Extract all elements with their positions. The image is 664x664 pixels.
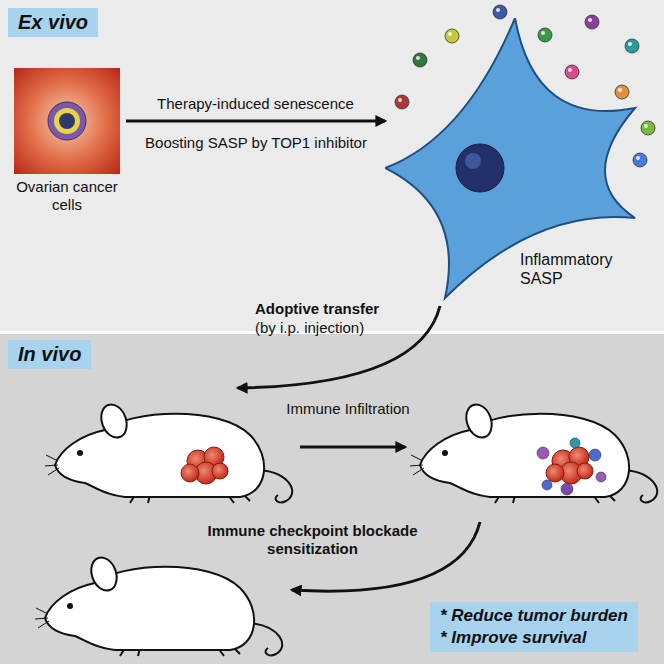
annotation: Immune Infiltration xyxy=(278,400,418,418)
sasp-dot xyxy=(615,85,629,99)
immune-cell xyxy=(570,438,580,448)
eye xyxy=(442,450,448,456)
eye xyxy=(77,450,83,456)
sasp-dot xyxy=(493,5,507,19)
mouse-body xyxy=(45,567,254,650)
annotation: (by i.p. injection) xyxy=(255,319,405,337)
section-tag: Ex vivo xyxy=(8,8,98,37)
nucleus-highlight xyxy=(465,153,481,169)
immune-cell xyxy=(596,472,606,482)
tumor-cell xyxy=(546,464,564,482)
transfer-arrow xyxy=(238,306,440,388)
connector-arrow xyxy=(126,120,385,123)
whiskers xyxy=(410,455,424,475)
node-text: Inflammatory SASP xyxy=(520,250,638,288)
ear xyxy=(462,401,496,441)
nucleus xyxy=(456,144,504,192)
tail xyxy=(250,623,282,655)
eye xyxy=(67,603,73,609)
nucleus xyxy=(59,113,75,129)
dot-highlight xyxy=(588,18,592,22)
mouse xyxy=(45,401,292,503)
cancer-cell-square: Ovarian cancer cells xyxy=(14,68,120,214)
sasp-dot xyxy=(585,15,599,29)
mouse xyxy=(410,401,657,503)
mouse xyxy=(35,554,282,656)
node-text: * Improve survival xyxy=(440,627,628,649)
immune-cell xyxy=(589,449,601,461)
whiskers xyxy=(45,455,59,475)
dot-highlight xyxy=(644,124,648,128)
sasp-dot xyxy=(445,29,459,43)
bottom-panel xyxy=(0,334,664,664)
sasp-dot xyxy=(565,65,579,79)
immune-cell xyxy=(537,447,549,459)
cell-culture xyxy=(14,68,120,174)
dot-highlight xyxy=(628,42,632,46)
section-tag: In vivo xyxy=(8,340,91,369)
dot-highlight xyxy=(636,156,640,160)
senescent-cell: Inflammatory SASP xyxy=(385,18,640,303)
mice xyxy=(35,401,657,656)
sasp-dot xyxy=(633,153,647,167)
dot-highlight xyxy=(618,88,622,92)
outcome-box: * Reduce tumor burden* Improve survival xyxy=(430,602,638,652)
immune-cell xyxy=(561,483,573,495)
top-panel xyxy=(0,0,664,331)
tumor-cell xyxy=(212,463,228,479)
dot-highlight xyxy=(416,56,420,60)
mouse-body xyxy=(55,414,264,497)
sasp-dot xyxy=(395,95,409,109)
edge-label: Therapy-induced senescence xyxy=(157,95,354,113)
node-text: Ex vivo xyxy=(18,11,88,34)
sasp-dot xyxy=(625,39,639,53)
tumor-cell xyxy=(577,463,593,479)
node-text: Ovarian cancer cells xyxy=(14,178,120,214)
dot-highlight xyxy=(541,31,545,35)
cancer-cell xyxy=(48,102,86,140)
dot-highlight xyxy=(448,32,452,36)
dot-highlight xyxy=(568,68,572,72)
ear xyxy=(97,401,131,441)
node-text: * Reduce tumor burden xyxy=(440,605,628,627)
sasp-dot xyxy=(538,28,552,42)
annotation: Adoptive transfer xyxy=(255,300,405,318)
sasp-dot xyxy=(641,121,655,135)
immune-cell xyxy=(542,480,552,490)
tumor-cell xyxy=(181,464,199,482)
infiltration-arrow xyxy=(300,446,405,449)
tail xyxy=(260,470,292,502)
annotation: Boosting SASP by TOP1 inhibitor xyxy=(125,134,387,152)
dot-highlight xyxy=(398,98,402,102)
node-text: In vivo xyxy=(18,343,81,366)
culture-square xyxy=(14,68,120,174)
tail xyxy=(625,470,657,502)
mouse-body xyxy=(420,414,629,497)
dot-highlight xyxy=(496,8,500,12)
whiskers xyxy=(35,608,49,628)
annotation: Immune checkpoint blockade sensitization xyxy=(205,522,420,558)
sasp-dot xyxy=(413,53,427,67)
ear xyxy=(87,554,121,594)
cell-ring xyxy=(54,108,80,134)
